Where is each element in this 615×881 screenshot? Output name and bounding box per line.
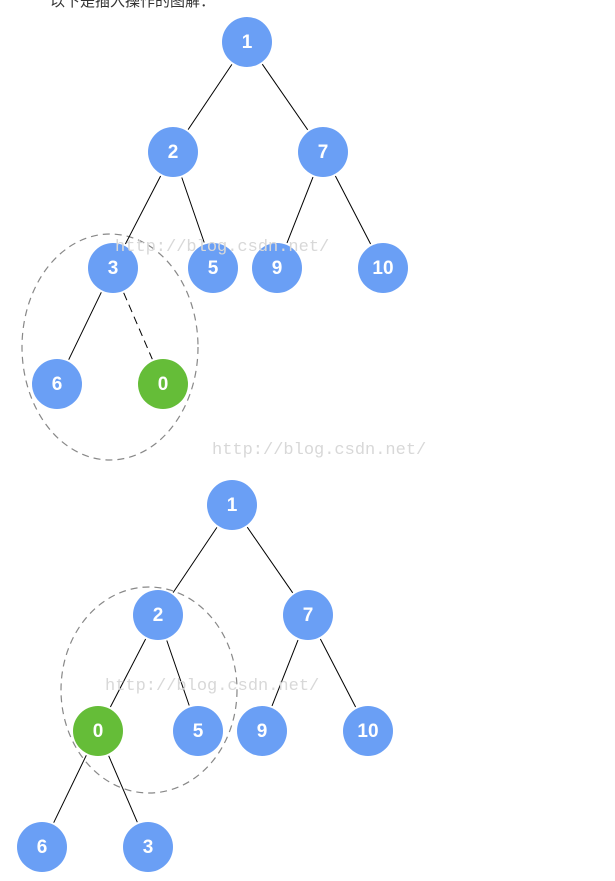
node-circle: [138, 359, 188, 409]
tree-edge: [53, 755, 87, 823]
node-label: 9: [272, 258, 283, 279]
tree-edge: [334, 175, 372, 245]
tree-node: 1: [207, 480, 257, 530]
node-circle: [173, 706, 223, 756]
node-circle: [207, 480, 257, 530]
node-circle: [358, 243, 408, 293]
edges-layer: [53, 63, 372, 823]
tree-edge: [246, 526, 294, 594]
node-label: 9: [257, 721, 268, 742]
tree-node: 2: [148, 127, 198, 177]
tree-node: 3: [123, 822, 173, 872]
nodes-layer: 1 2 7 3 5 9 10 6 0 1 2 7 0 5 9 10 6 3: [17, 17, 408, 872]
tree-edge: [181, 177, 205, 243]
node-circle: [252, 243, 302, 293]
node-circle: [148, 127, 198, 177]
node-label: 3: [143, 837, 154, 858]
node-circle: [133, 590, 183, 640]
tree-node: 6: [32, 359, 82, 409]
node-label: 2: [153, 605, 164, 626]
highlight-ellipse-before: [21, 233, 199, 461]
tree-edge: [319, 638, 357, 708]
node-label: 6: [37, 837, 48, 858]
node-label: 2: [168, 142, 179, 163]
tree-edge: [124, 175, 162, 245]
tree-edge: [261, 63, 309, 131]
caption-text: 以下是插入操作的图解：: [50, 0, 216, 10]
tree-edge: [286, 176, 314, 244]
highlight-ellipse-after: [60, 586, 238, 794]
node-label: 3: [108, 258, 119, 279]
tree-node: 10: [358, 243, 408, 293]
node-label: 0: [93, 721, 104, 742]
tree-node: 7: [298, 127, 348, 177]
node-label: 10: [372, 258, 393, 279]
node-label: 6: [52, 374, 63, 395]
node-label: 1: [227, 495, 238, 516]
tree-node: 1: [222, 17, 272, 67]
node-label: 7: [318, 142, 329, 163]
node-circle: [298, 127, 348, 177]
tree-edge: [109, 638, 147, 708]
tree-node: 10: [343, 706, 393, 756]
tree-node: 9: [237, 706, 287, 756]
tree-node: 5: [188, 243, 238, 293]
tree-node-inserted: 0: [138, 359, 188, 409]
node-circle: [283, 590, 333, 640]
node-circle: [73, 706, 123, 756]
tree-node: 3: [88, 243, 138, 293]
node-circle: [32, 359, 82, 409]
tree-node: 5: [173, 706, 223, 756]
node-circle: [188, 243, 238, 293]
node-label: 1: [242, 32, 253, 53]
node-circle: [123, 822, 173, 872]
tree-edge: [172, 527, 218, 593]
tree-edge: [166, 640, 190, 706]
tree-node: 9: [252, 243, 302, 293]
tree-node: 6: [17, 822, 67, 872]
tree-node: 2: [133, 590, 183, 640]
node-circle: [343, 706, 393, 756]
tree-edge: [187, 64, 233, 130]
tree-node: 7: [283, 590, 333, 640]
node-label: 7: [303, 605, 314, 626]
tree-edge: [68, 292, 102, 360]
node-label: 10: [357, 721, 378, 742]
node-label: 5: [193, 721, 204, 742]
node-label: 5: [208, 258, 219, 279]
node-circle: [237, 706, 287, 756]
node-circle: [17, 822, 67, 872]
node-circle: [222, 17, 272, 67]
tree-edge: [123, 292, 153, 360]
node-label: 0: [158, 374, 169, 395]
node-circle: [88, 243, 138, 293]
tree-edge: [271, 639, 299, 707]
tree-edge: [108, 755, 138, 823]
tree-node-inserted: 0: [73, 706, 123, 756]
